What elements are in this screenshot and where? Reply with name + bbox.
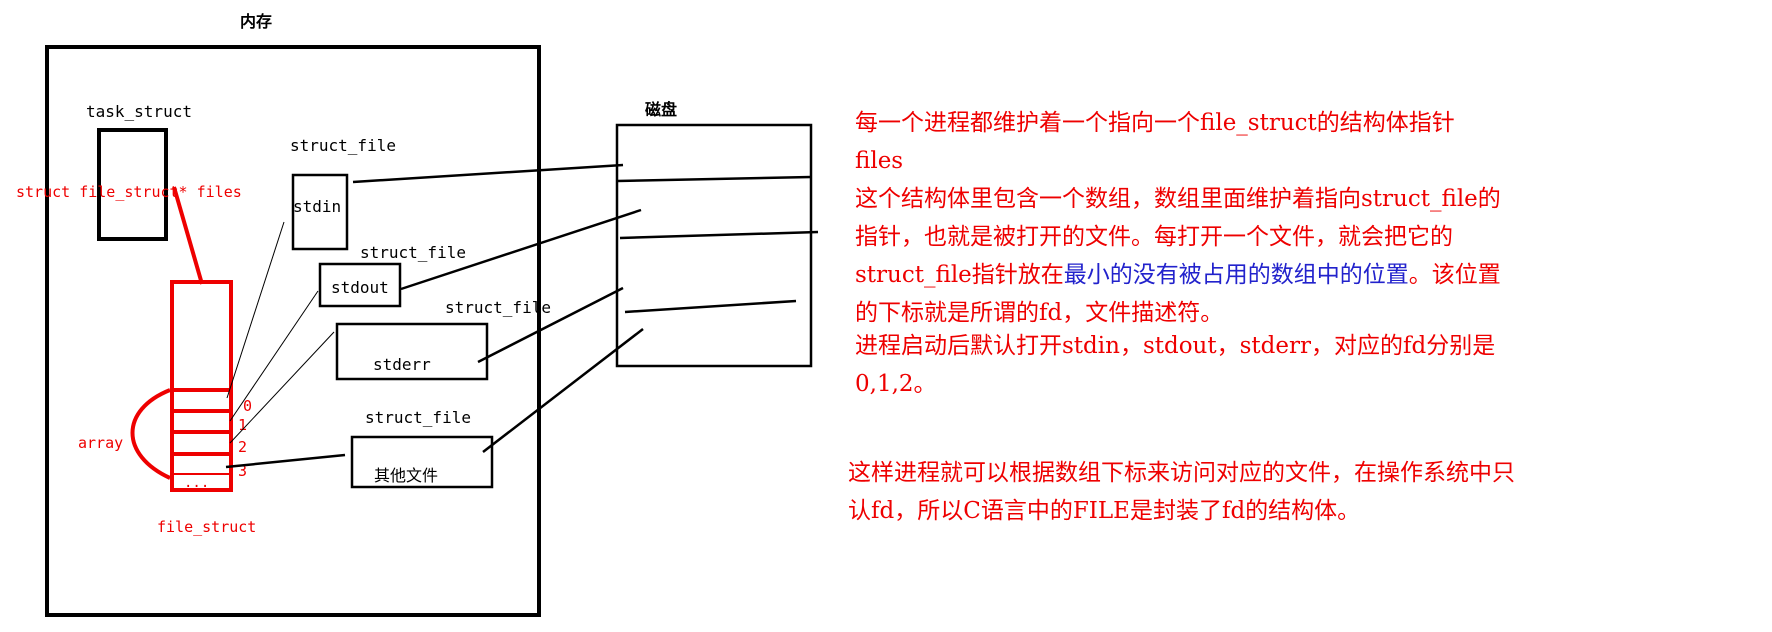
fd2-pointer-line [229,331,335,444]
struct-file-stdin-box [291,173,349,251]
struct-file-other-header: struct_file [365,408,471,427]
struct-file-other-box [350,435,494,489]
fd3-pointer-line [225,453,346,469]
other-to-disk-line [482,328,644,453]
fd-index-3: 3 [238,462,247,480]
files-pointer-arrow [172,186,204,285]
stdin-to-disk-line [352,163,624,184]
note-line: 每一个进程都维护着一个指向一个file_struct的结构体指针 [855,110,1455,136]
disk-title: 磁盘 [645,100,677,119]
notes-block-1: 每一个进程都维护着一个指向一个file_struct的结构体指针 files 这… [855,104,1501,332]
note-line: struct_file指针放在最小的没有被占用的数组中的位置。该位置 [855,256,1501,294]
fd-index-0: 0 [243,397,252,415]
file-struct-label: file_struct [157,518,256,536]
note-line: 指针，也就是被打开的文件。每打开一个文件，就会把它的 [855,224,1453,250]
task-struct-label: task_struct [86,102,192,121]
fd0-pointer-line [226,221,285,399]
struct-file-stdin-content: stdin [293,197,341,216]
disk-box [615,123,813,368]
note-text: 。该位置 [1408,262,1501,288]
disk-divider [624,299,797,314]
task-struct-box [97,128,168,241]
file-struct-box [170,280,233,492]
stderr-to-disk-line [477,286,624,364]
stdout-to-disk-line [400,208,642,291]
fd-index-1: 1 [238,416,247,434]
struct-file-stderr-header: struct_file [445,298,551,317]
disk-divider [616,175,812,183]
disk-divider [619,230,819,240]
note-line: 的下标就是所谓的fd，文件描述符。 [855,300,1224,326]
notes-block-3: 这样进程就可以根据数组下标来访问对应的文件，在操作系统中只 认fd，所以C语言中… [848,454,1515,530]
struct-file-stdin-header: struct_file [290,136,396,155]
note-line: files [855,148,904,174]
notes-block-2: 进程启动后默认打开stdin，stdout，stderr，对应的fd分别是 0,… [855,327,1495,403]
struct-file-stdout-content: stdout [331,278,389,297]
array-brace [130,388,171,480]
fd-index-2: 2 [238,438,247,456]
memory-title: 内存 [240,12,272,31]
memory-box [45,45,541,617]
note-highlight: 最小的没有被占用的数组中的位置 [1063,262,1409,288]
struct-file-stderr-content: stderr [373,355,431,374]
note-line: 这个结构体里包含一个数组，数组里面维护着指向struct_file的 [855,186,1501,212]
struct-file-stderr-box [335,322,489,381]
struct-file-stdout-box [318,262,402,308]
fd1-pointer-line [229,290,319,422]
note-line: 认fd，所以C语言中的FILE是封装了fd的结构体。 [848,498,1361,524]
note-line: 这样进程就可以根据数组下标来访问对应的文件，在操作系统中只 [848,460,1515,486]
struct-file-other-content: 其他文件 [374,466,438,485]
note-text: struct_file指针放在 [855,262,1064,288]
files-pointer-label: struct file_struct* files [16,183,242,201]
array-label: array [78,434,123,452]
struct-file-stdout-header: struct_file [360,243,466,262]
note-line: 进程启动后默认打开stdin，stdout，stderr，对应的fd分别是 [855,333,1496,359]
note-line: 0,1,2。 [855,371,937,397]
array-ellipsis: ... [184,475,209,491]
